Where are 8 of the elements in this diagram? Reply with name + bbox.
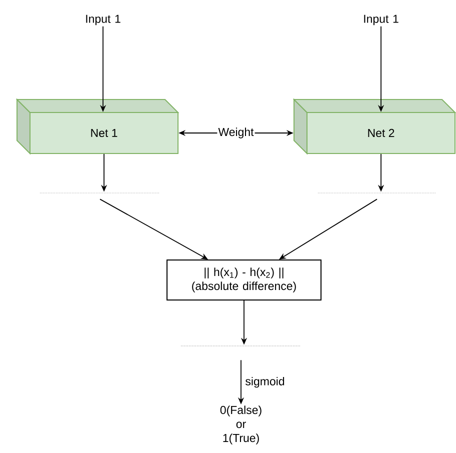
text-label: Input 1 <box>364 14 398 26</box>
text-label: 0(False) or 1(True) <box>220 406 262 444</box>
edge-label: Weight <box>217 126 255 140</box>
text-label: Input 1 <box>86 14 120 26</box>
dotted-line <box>40 192 160 194</box>
process-box: || h(x$_{1}$) - h(x$_{2}$) || (absolute difference) <box>166 260 322 300</box>
dotted-line <box>318 192 436 194</box>
edge-label: sigmoid <box>246 376 284 388</box>
